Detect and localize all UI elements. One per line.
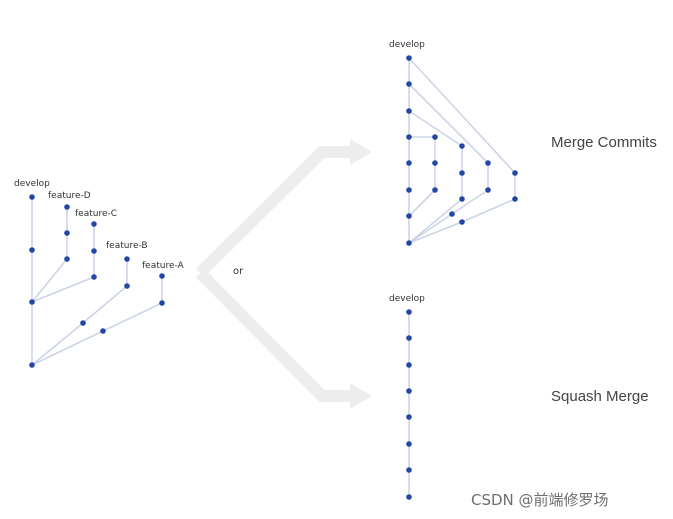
label-feature-a: feature-A [142,261,185,271]
commit-dot [406,441,412,447]
commit-dot [159,273,165,279]
squash-merge-title: Squash Merge [551,388,649,405]
commit-dot [406,362,412,368]
label-develop-left: develop [14,179,50,189]
commit-dot [406,240,412,246]
commit-dot [459,219,465,225]
commit-dot [406,55,412,61]
left-commits [29,194,165,368]
commit-dot [406,467,412,473]
commit-dot [91,274,97,280]
commit-dot [64,230,70,236]
label-feature-c: feature-C [75,209,117,219]
commit-dot [406,213,412,219]
commit-dot [80,320,86,326]
commit-dot [406,414,412,420]
commit-dot [432,160,438,166]
merge-commits-title: Merge Commits [551,134,657,151]
commit-dot [64,204,70,210]
commit-dot [406,187,412,193]
commit-dot [100,328,106,334]
commit-dot [406,160,412,166]
commit-dot [406,494,412,500]
commit-dot [432,187,438,193]
commit-dot [91,221,97,227]
commit-dot [29,247,35,253]
label-develop-merge: develop [389,40,425,50]
merge-commits-edges [408,57,516,244]
commit-dot [406,335,412,341]
commit-dot [406,81,412,87]
label-feature-d: feature-D [48,191,91,201]
commit-dot [406,309,412,315]
merge-commits-dots [406,55,518,246]
commit-dot [124,283,130,289]
label-feature-b: feature-B [106,241,148,251]
commit-dot [406,108,412,114]
csdn-watermark: CSDN @前端修罗场 [471,491,609,509]
split-arrows [195,139,372,409]
commit-dot [459,143,465,149]
arrow-head-upper [350,139,372,165]
commit-dot [449,211,455,217]
commit-dot [512,170,518,176]
commit-dot [432,134,438,140]
commit-dot [124,256,130,262]
commit-dot [29,299,35,305]
commit-dot [485,160,491,166]
arrow-to-squash-merge [195,268,352,402]
commit-dot [459,170,465,176]
left-edges [31,197,163,366]
commit-dot [64,256,70,262]
commit-dot [159,300,165,306]
commit-dot [485,187,491,193]
or-label: or [233,266,244,277]
label-develop-squash: develop [389,294,425,304]
squash-merge-diagram: develop Squash Merge [389,294,649,500]
squash-merge-dots [406,309,412,500]
commit-dot [459,196,465,202]
merge-commits-diagram: develop Merge Commits [389,40,657,246]
arrow-to-merge-commits [195,146,352,278]
arrow-head-lower [350,383,372,409]
commit-dot [512,196,518,202]
left-diagram: develop feature-D feature-C feature-B fe… [14,179,185,368]
commit-dot [29,194,35,200]
commit-dot [406,388,412,394]
commit-dot [91,248,97,254]
commit-dot [406,134,412,140]
commit-dot [29,362,35,368]
